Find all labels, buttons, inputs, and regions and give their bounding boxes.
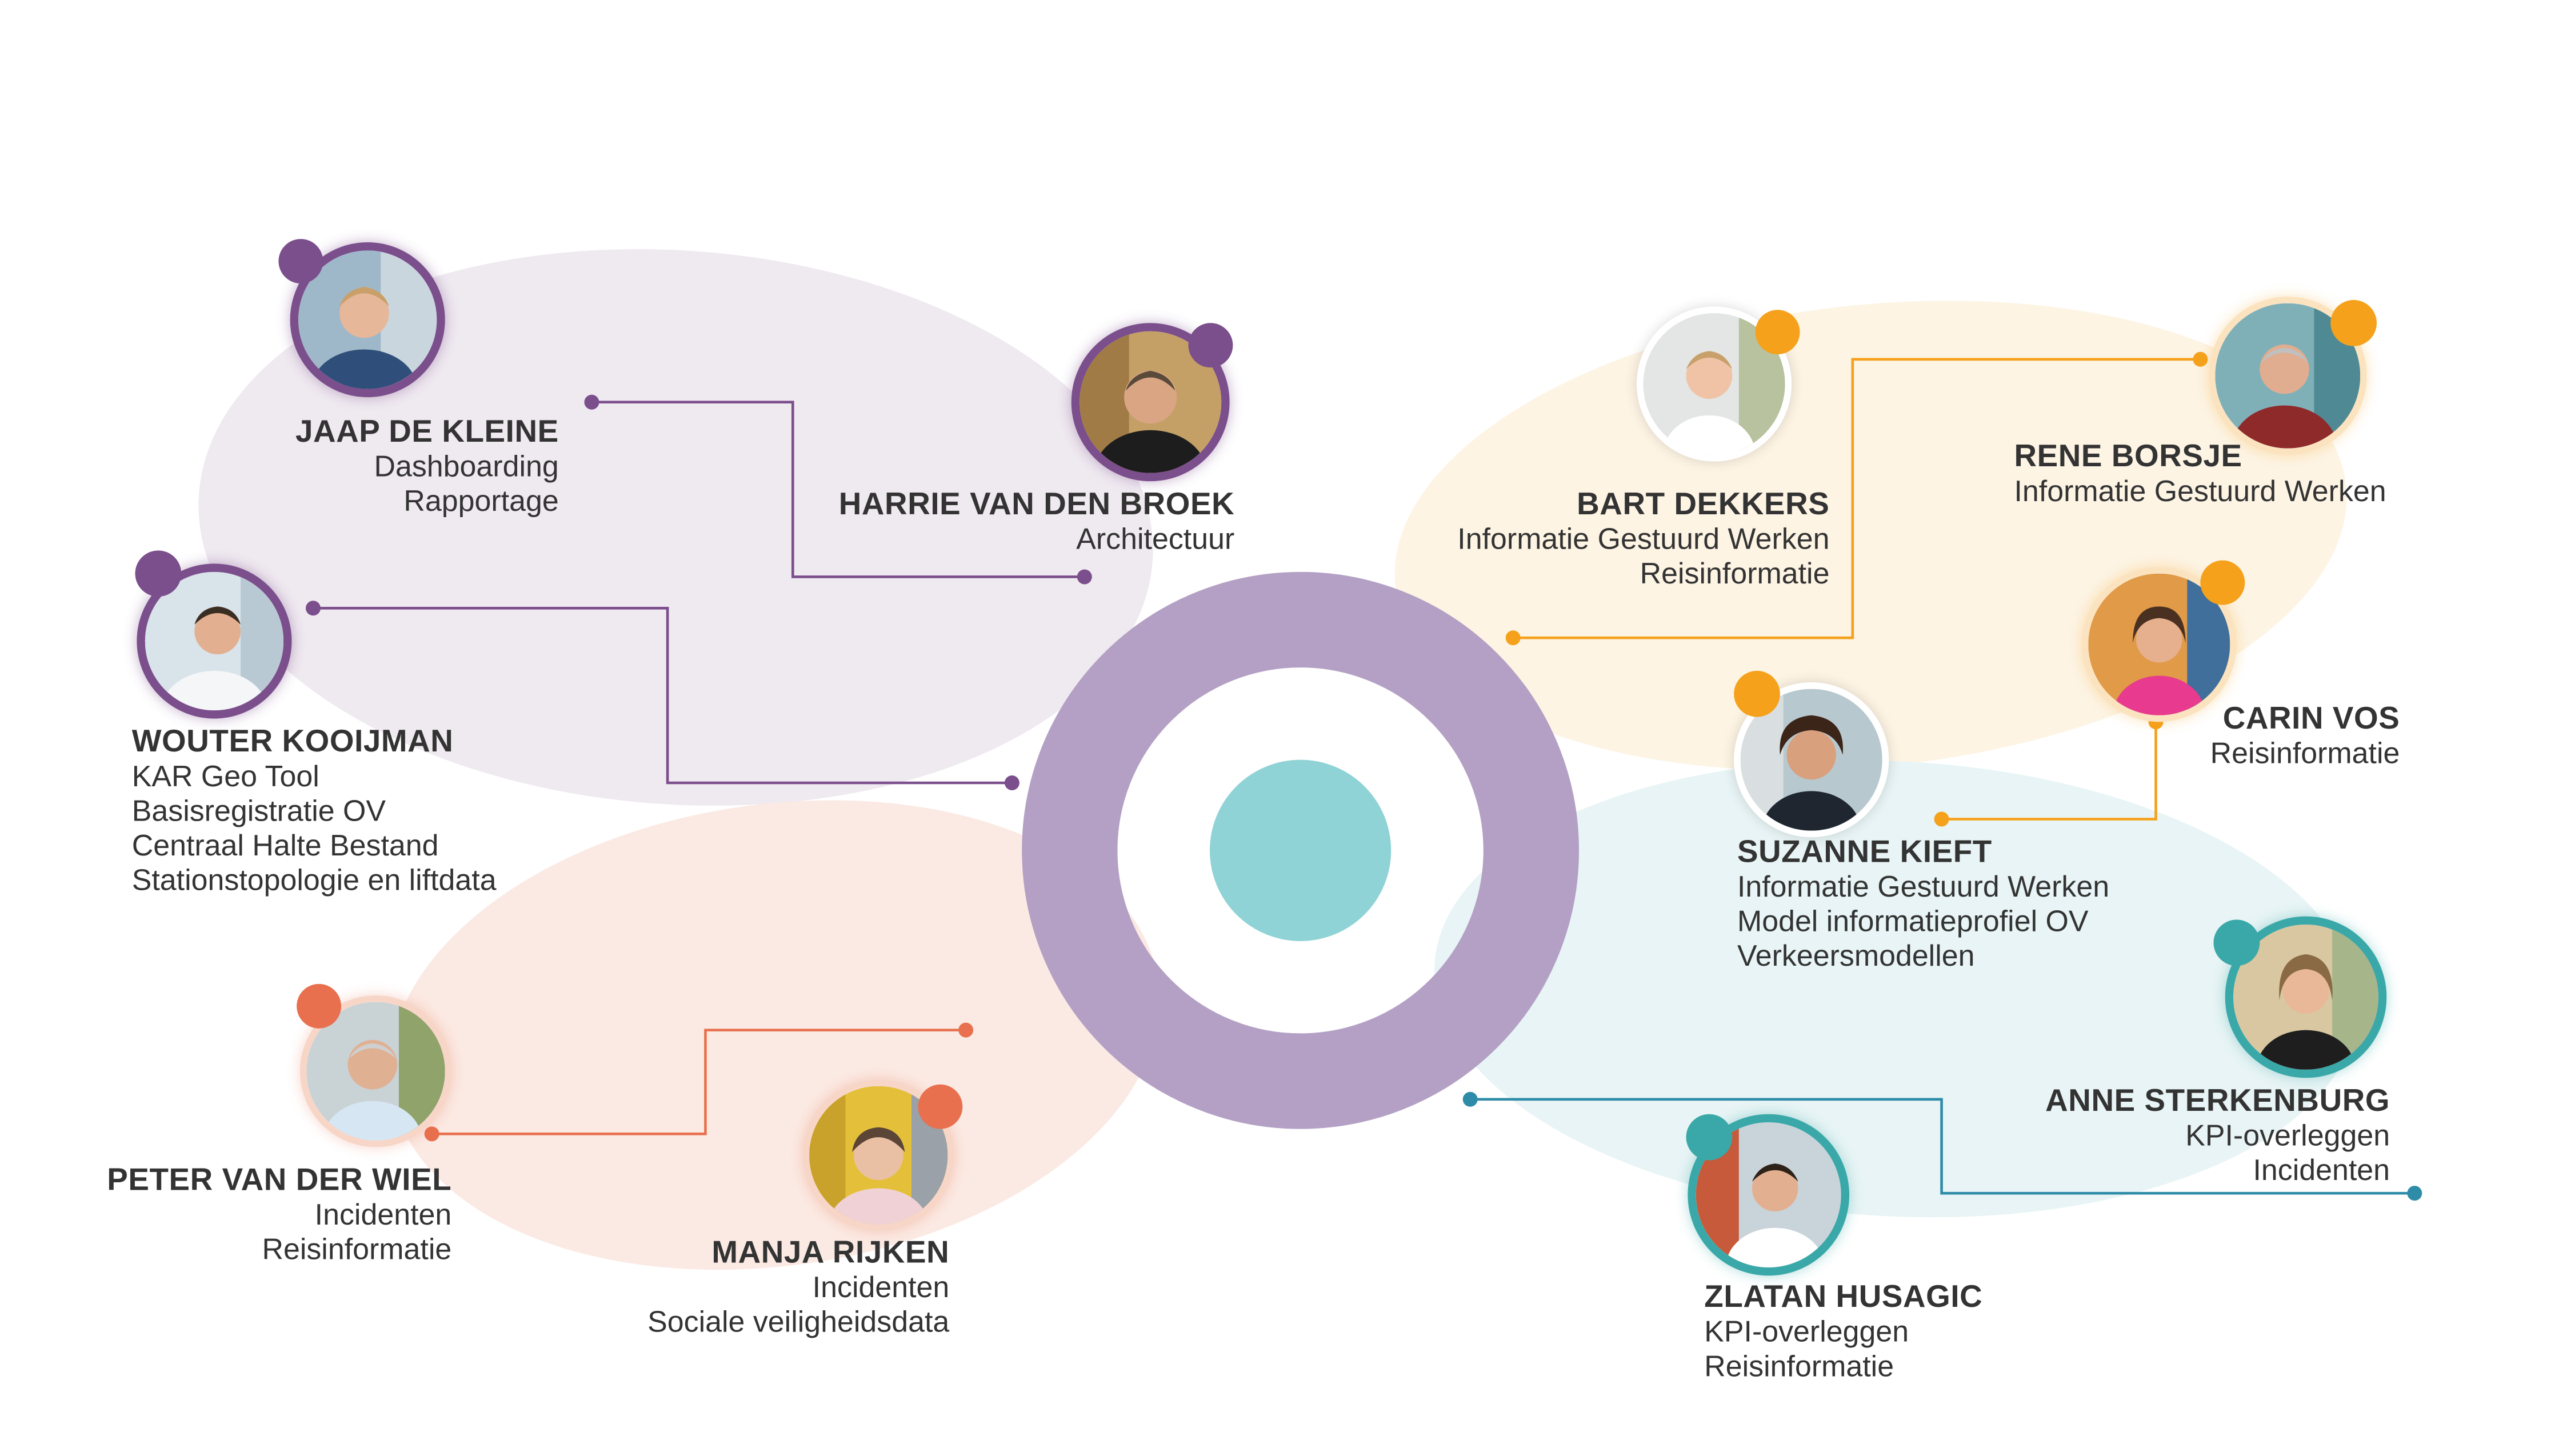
avatar-bart bbox=[1637, 306, 1792, 462]
connector-endpoint bbox=[1934, 811, 1949, 827]
person-role: Incidenten bbox=[2253, 1153, 2390, 1187]
person-role: Basisregistratie OV bbox=[131, 794, 386, 827]
person-name: ANNE STERKENBURG bbox=[2045, 1084, 2390, 1119]
person-zlatan: ZLATAN HUSAGIC KPI-overleggen Reisinform… bbox=[1704, 1281, 1982, 1385]
badge-dot bbox=[1734, 670, 1780, 717]
person-carin: CARIN VOS Reisinformatie bbox=[2210, 702, 2400, 771]
connector-endpoint bbox=[424, 1126, 439, 1142]
person-role: KPI-overleggen bbox=[2185, 1119, 2390, 1153]
person-role: KPI-overleggen bbox=[1704, 1315, 1909, 1349]
person-jaap: JAAP DE KLEINE Dashboarding Rapportage bbox=[295, 415, 559, 519]
central-ring bbox=[1022, 571, 1580, 1129]
teal-group-zone bbox=[1434, 760, 2357, 1218]
person-role: Verkeersmodellen bbox=[1737, 939, 1975, 973]
person-role: Architectuur bbox=[1076, 522, 1235, 555]
connector-suzanne-carin bbox=[1941, 722, 2157, 821]
person-role: Centraal Halte Bestand bbox=[131, 829, 439, 862]
connector-jaap-harrie bbox=[591, 401, 1085, 578]
person-bart: BART DEKKERS Informatie Gestuurd Werken … bbox=[1457, 488, 1829, 592]
person-role: KAR Geo Tool bbox=[131, 759, 319, 793]
badge-dot bbox=[2200, 560, 2245, 605]
person-role: Incidenten bbox=[812, 1270, 950, 1304]
avatar-suzanne bbox=[1734, 682, 1889, 838]
person-role: Informatie Gestuurd Werken bbox=[2014, 474, 2386, 508]
person-role: Reisinformatie bbox=[2210, 737, 2400, 770]
person-anne: ANNE STERKENBURG KPI-overleggen Incident… bbox=[2045, 1085, 2390, 1189]
connector-endpoint bbox=[1077, 569, 1092, 585]
person-role: Reisinformatie bbox=[1704, 1350, 1894, 1383]
connector-endpoint bbox=[1505, 630, 1521, 646]
connector-endpoint bbox=[306, 601, 321, 616]
person-name: RENE BORSJE bbox=[2014, 440, 2242, 475]
person-name: WOUTER KOOIJMAN bbox=[131, 725, 454, 760]
person-suzanne: SUZANNE KIEFT Informatie Gestuurd Werken… bbox=[1737, 835, 2109, 974]
connector-endpoint bbox=[584, 394, 599, 410]
person-manja: MANJA RIJKEN Incidenten Sociale veilighe… bbox=[647, 1236, 949, 1340]
person-role: Incidenten bbox=[314, 1198, 452, 1231]
badge-dot bbox=[1686, 1114, 1733, 1161]
connector-endpoint bbox=[958, 1022, 974, 1038]
person-role: Rapportage bbox=[403, 484, 559, 518]
connector-peter-manja bbox=[431, 1029, 966, 1135]
person-name: SUZANNE KIEFT bbox=[1737, 835, 1992, 870]
person-name: ZLATAN HUSAGIC bbox=[1704, 1281, 1983, 1315]
person-role: Reisinformatie bbox=[1640, 557, 1830, 590]
person-name: BART DEKKERS bbox=[1577, 487, 1830, 523]
badge-dot bbox=[297, 983, 342, 1029]
connector-bart-rene bbox=[1513, 358, 2201, 639]
badge-dot bbox=[278, 239, 323, 284]
person-role: Sociale veiligheidsdata bbox=[647, 1305, 950, 1338]
person-rene: RENE BORSJE Informatie Gestuurd Werken bbox=[2014, 440, 2386, 509]
person-role: Stationstopologie en liftdata bbox=[131, 863, 497, 897]
coral-group-zone bbox=[390, 800, 1160, 1270]
connector-zlatan-anne bbox=[1470, 1098, 2415, 1195]
person-name: JAAP DE KLEINE bbox=[295, 415, 559, 450]
badge-dot bbox=[1755, 310, 1800, 355]
person-role: Reisinformatie bbox=[262, 1233, 452, 1266]
connector-endpoint bbox=[2193, 351, 2208, 367]
connector-endpoint bbox=[2407, 1186, 2422, 1201]
badge-dot bbox=[2330, 299, 2377, 346]
purple-group-zone bbox=[198, 249, 1153, 806]
badge-dot bbox=[135, 550, 182, 597]
person-role: Model informatieprofiel OV bbox=[1737, 905, 2089, 938]
connector-endpoint bbox=[1004, 775, 1019, 790]
person-role: Dashboarding bbox=[374, 450, 559, 483]
person-peter: PETER VAN DER WIEL Incidenten Reisinform… bbox=[107, 1163, 451, 1267]
person-role: Informatie Gestuurd Werken bbox=[1457, 522, 1830, 555]
person-wouter: WOUTER KOOIJMAN KAR Geo Tool Basisregist… bbox=[132, 725, 497, 898]
badge-dot bbox=[2213, 919, 2260, 966]
person-name: PETER VAN DER WIEL bbox=[107, 1163, 452, 1198]
central-core bbox=[1210, 759, 1392, 941]
person-role: Informatie Gestuurd Werken bbox=[1737, 870, 2110, 903]
badge-dot bbox=[1188, 323, 1233, 368]
person-name: CARIN VOS bbox=[2222, 702, 2400, 737]
connector-wouter bbox=[313, 606, 1012, 785]
connector-endpoint bbox=[1462, 1091, 1478, 1107]
person-name: MANJA RIJKEN bbox=[711, 1236, 950, 1271]
person-name: HARRIE VAN DEN BROEK bbox=[838, 487, 1235, 523]
badge-dot bbox=[918, 1084, 963, 1129]
person-harrie: HARRIE VAN DEN BROEK Architectuur bbox=[839, 488, 1235, 557]
